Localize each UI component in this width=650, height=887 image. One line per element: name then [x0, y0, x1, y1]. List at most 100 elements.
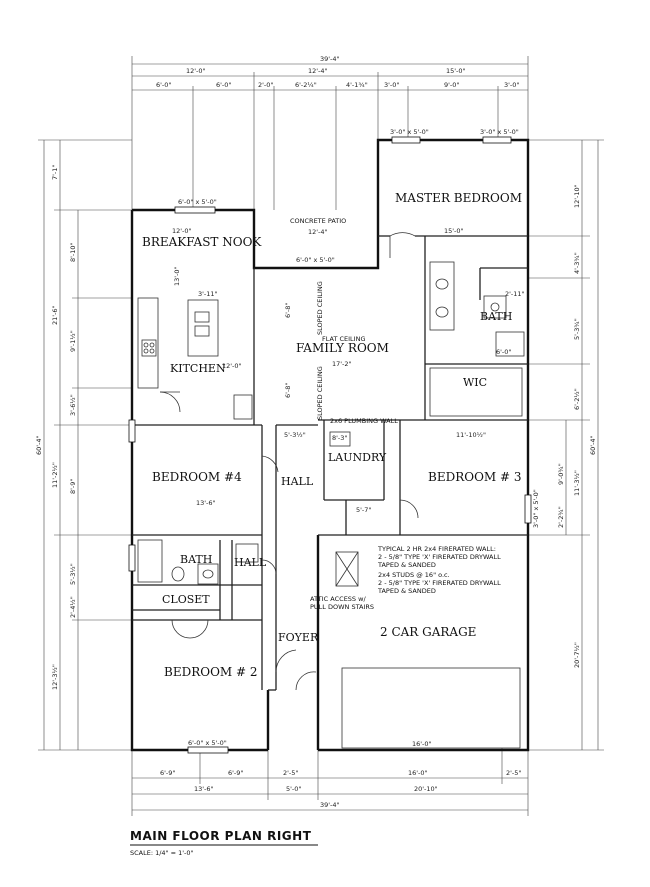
interior-walls	[132, 235, 528, 691]
dim-right-r2-5: 11'-3½"	[573, 470, 581, 496]
dim-window-1: 6'-0" x 5'-0"	[178, 198, 217, 206]
room-breakfast-nook: BREAKFAST NOOK	[142, 235, 262, 249]
room-bedroom-3: BEDROOM # 3	[428, 470, 522, 484]
dim-right-r2-2: 4'-3¾"	[573, 252, 581, 274]
dim-top-r3-7: 9'-0"	[444, 81, 459, 89]
dim-window-4: 6'-0" x 5'-0"	[296, 256, 335, 264]
dim-left-r3-2: 9'-1½"	[69, 330, 77, 352]
dim-top-r2-2: 12'-4"	[308, 67, 328, 75]
dim-island: 3'-11"	[198, 290, 218, 298]
dim-family-w: 17'-2"	[332, 360, 352, 368]
dim-window-5: 6'-0" x 5'-0"	[188, 739, 227, 747]
dim-left-r2-2: 21'-6"	[51, 305, 59, 325]
room-garage: 2 CAR GARAGE	[380, 625, 476, 639]
dim-left-r3-3: 3'-6½"	[69, 394, 77, 416]
dim-right-r3-2: 2'-2¾"	[557, 506, 565, 528]
note-wall-line-1: TYPICAL 2 HR 2x4 FIRERATED WALL:	[377, 545, 496, 553]
plan-notes: CONCRETE PATIO SLOPED CEILING SLOPED CEI…	[290, 217, 501, 611]
dim-patio-w: 12'-4"	[308, 228, 328, 236]
dim-top-overall: 39'-4"	[320, 55, 340, 63]
dim-bot-r1-4: 16'-0"	[408, 769, 428, 777]
dim-left-r3-5: 5'-3½"	[69, 563, 77, 585]
note-concrete-patio: CONCRETE PATIO	[290, 217, 346, 225]
room-bath-2: BATH	[180, 553, 212, 566]
dimension-text: 39'-4" 12'-0" 12'-4" 15'-0" 6'-0" 6'-0" …	[35, 55, 597, 809]
dim-laun-small: 5'-7"	[356, 506, 371, 514]
note-wall-line-5: 2 - 5/8" TYPE 'X' FIRERATED DRYWALL	[378, 579, 501, 587]
dim-left-r3-4: 8'-9"	[69, 479, 77, 494]
dim-right-r2-1: 12'-10"	[573, 184, 581, 208]
dim-right-overall: 60'-4"	[589, 435, 597, 455]
dim-fam-h2: 6'-8"	[284, 383, 292, 398]
dim-bot-r1-5: 2'-5"	[506, 769, 521, 777]
note-wall-line-3: TAPED & SANDED	[377, 561, 436, 569]
door-swings	[159, 232, 419, 691]
room-closet: CLOSET	[162, 593, 210, 606]
dim-left-r2-4: 12'-3½"	[51, 664, 59, 690]
dim-top-r3-5: 4'-1¾"	[346, 81, 368, 89]
dim-laundry-w: 8'-3"	[332, 434, 347, 442]
dim-top-r3-2: 6'-0"	[216, 81, 231, 89]
plan-scale: SCALE: 1/4" = 1'-0"	[130, 849, 194, 857]
garage-details	[335, 551, 521, 749]
dim-fam-h1: 6'-8"	[284, 303, 292, 318]
windows	[128, 136, 532, 754]
note-sloped-ceiling-top: SLOPED CEILING	[316, 281, 324, 335]
dim-left-overall: 60'-4"	[35, 435, 43, 455]
note-sloped-ceiling-bottom: SLOPED CEILING	[316, 366, 324, 420]
room-laundry: LAUNDRY	[328, 451, 387, 464]
dim-bath-small: 6'-0"	[496, 348, 511, 356]
room-hall: HALL	[281, 475, 314, 488]
dim-bed3-w: 11'-10½"	[456, 431, 486, 439]
room-kitchen: KITCHEN	[170, 362, 226, 375]
dim-window-3: 3'-0" x 5'-0"	[480, 128, 519, 136]
dim-left-r2-3: 11'-2½"	[51, 462, 59, 488]
dim-master-w: 15'-0"	[444, 227, 464, 235]
dim-right-r2-4: 6'-2½"	[573, 388, 581, 410]
dim-bot-r1-2: 6'-9"	[228, 769, 243, 777]
note-wall-line-2: 2 - 5/8" TYPE 'X' FIRERATED DRYWALL	[378, 553, 501, 561]
dim-window-6: 3'-0" x 5'-0"	[532, 489, 540, 528]
note-flat-ceiling: FLAT CEILING	[322, 335, 366, 343]
note-plumbing-wall: 2x6 PLUMBING WALL	[330, 417, 398, 425]
dim-kitchen-w: 12'-0"	[222, 362, 242, 370]
dim-bed4-w: 13'-6"	[196, 499, 216, 507]
note-wall-line-4: 2x4 STUDS @ 16" o.c.	[378, 571, 450, 579]
dim-top-r3-3: 2'-0"	[258, 81, 273, 89]
dim-window-2: 3'-0" x 5'-0"	[390, 128, 429, 136]
dim-top-r2-1: 12'-0"	[186, 67, 206, 75]
room-family-room: FAMILY ROOM	[296, 341, 389, 355]
dim-left-r3-6: 2'-4½"	[69, 596, 77, 618]
note-wall-line-6: TAPED & SANDED	[377, 587, 436, 595]
dim-bot-overall: 39'-4"	[320, 801, 340, 809]
room-master-bedroom: MASTER BEDROOM	[395, 191, 522, 205]
dim-right-r2-3: 5'-3¾"	[573, 318, 581, 340]
dim-bot-r1-1: 6'-9"	[160, 769, 175, 777]
dim-bot-r2-1: 13'-6"	[194, 785, 214, 793]
dim-bot-r2-2: 5'-0"	[286, 785, 301, 793]
note-attic-line-1: ATTIC ACCESS w/	[310, 595, 366, 603]
dim-m-small: 2'-11"	[505, 290, 525, 298]
dim-top-r3-8: 3'-0"	[504, 81, 519, 89]
dim-right-r3-1: 9'-0¾"	[557, 463, 565, 485]
dim-top-r3-6: 3'-0"	[384, 81, 399, 89]
dim-nook-w: 12'-0"	[172, 227, 192, 235]
title-block: MAIN FLOOR PLAN RIGHT SCALE: 1/4" = 1'-0…	[130, 829, 318, 857]
dim-right-r2-6: 20'-7½"	[573, 642, 581, 668]
dimension-lines	[38, 56, 604, 816]
dim-garage-w: 16'-0"	[412, 740, 432, 748]
fixtures	[137, 261, 525, 585]
dim-nook-h: 13'-0"	[173, 266, 181, 286]
room-wic: WIC	[463, 376, 487, 389]
dim-hall-w: 5'-3½"	[284, 431, 306, 439]
note-attic-line-2: PULL DOWN STAIRS	[310, 603, 374, 611]
dim-bot-r2-3: 20'-10"	[414, 785, 438, 793]
dim-left-r2-1: 7'-1"	[51, 165, 59, 180]
room-foyer: FOYER	[278, 631, 319, 644]
room-bedroom-4: BEDROOM #4	[152, 470, 242, 484]
dim-top-r3-4: 6'-2¼"	[295, 81, 317, 89]
dim-top-r3-1: 6'-0"	[156, 81, 171, 89]
dim-bot-r1-3: 2'-5"	[283, 769, 298, 777]
